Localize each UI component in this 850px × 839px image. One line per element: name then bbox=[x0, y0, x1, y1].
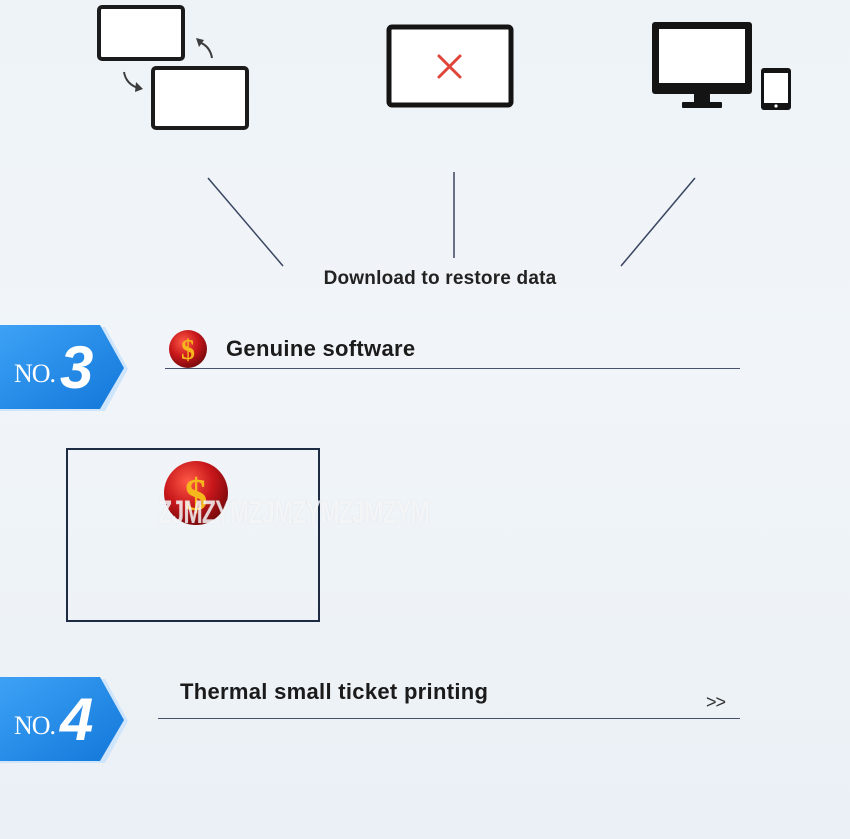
dollar-coin-icon: $ bbox=[163, 460, 229, 531]
more-link[interactable]: >> bbox=[706, 692, 726, 712]
restore-caption: Download to restore data bbox=[323, 268, 557, 289]
svg-text:$: $ bbox=[185, 469, 208, 520]
section-badge-4: NO. 4 bbox=[0, 677, 130, 763]
monitor-phone-icon bbox=[650, 20, 795, 112]
badge-number: 3 bbox=[60, 334, 94, 401]
badge-number: 4 bbox=[60, 686, 94, 753]
dollar-coin-icon: $ bbox=[168, 329, 208, 374]
section-title-thermal-printing: Thermal small ticket printing bbox=[180, 679, 489, 704]
badge-prefix: NO. bbox=[14, 711, 56, 740]
section-divider bbox=[158, 718, 740, 719]
section-title-genuine-software: Genuine software bbox=[226, 336, 416, 361]
section-divider bbox=[165, 368, 740, 369]
sync-screens-icon bbox=[96, 4, 252, 132]
image-frame bbox=[66, 448, 320, 622]
section-badge-3: NO. 3 bbox=[0, 325, 130, 411]
watermark-text: ZJMZYMZJMZYMZJMZYM bbox=[158, 494, 430, 530]
connector-lines bbox=[207, 172, 696, 267]
badge-prefix: NO. bbox=[14, 359, 56, 388]
monitor-error-icon bbox=[386, 24, 516, 110]
svg-text:$: $ bbox=[181, 335, 195, 366]
